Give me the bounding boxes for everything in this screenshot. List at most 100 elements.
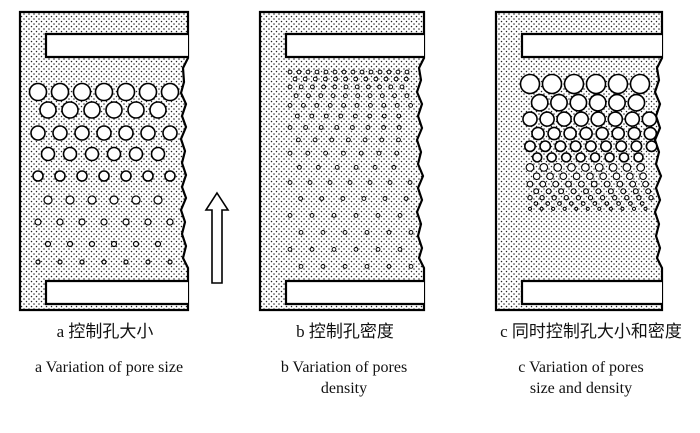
caption-c-en: c Variation of pores size and density [518,359,644,397]
pore [616,180,624,188]
panel-b-bottom-slot [284,279,424,306]
panel-a-specimen [18,10,190,312]
pore [74,125,90,141]
pore [164,170,176,182]
pore [608,163,618,172]
pore [307,180,313,185]
pore [581,163,590,172]
pore [607,188,614,195]
pore [340,196,346,201]
pore [550,93,568,112]
pore [30,125,46,141]
pore [79,259,85,265]
pore [331,213,337,218]
pore [584,140,597,153]
pore [354,84,360,90]
pore [296,69,302,75]
pore [131,195,141,205]
pore [531,152,543,163]
pore [557,201,562,206]
pore [595,126,610,141]
pore [150,146,166,162]
pore [106,146,122,162]
pore [56,218,64,226]
pore [539,140,552,153]
pore [590,111,607,127]
pore [305,69,311,75]
pore [622,163,632,172]
pore [287,247,293,252]
pore [353,247,359,252]
pore [292,76,298,82]
pore [604,152,615,163]
pore [327,103,333,108]
pore [298,264,304,269]
pore [533,188,540,195]
pore [643,126,658,141]
pore [373,76,379,82]
pore [592,201,598,206]
pore [368,69,374,75]
pore [98,170,110,182]
pore [314,69,320,75]
pore [367,113,373,119]
pore [595,188,602,195]
pore [539,111,555,127]
pore [333,76,338,82]
pore [350,125,355,130]
pore [612,172,621,181]
pore [287,150,293,156]
pore [639,172,647,181]
pore [375,213,381,218]
pore [353,213,359,218]
pore [166,218,174,226]
pore [539,180,547,188]
pore [341,150,346,156]
pore [403,76,409,82]
pore [298,230,304,235]
pore [361,196,367,201]
pore [40,146,56,162]
pore [34,218,42,226]
pore [314,103,320,108]
pore [558,188,565,195]
pore [350,69,356,75]
pore [342,230,348,235]
pore [552,180,560,188]
pore [312,137,318,143]
pore [298,84,304,90]
pore [312,76,318,82]
pore [140,125,156,141]
pore [341,69,347,75]
pore [565,180,572,188]
pore [364,264,370,269]
pore [527,206,533,211]
pore [379,137,385,143]
pore [612,195,618,201]
pore [318,125,324,130]
pore [377,69,383,75]
pore [303,125,309,130]
pore [142,170,154,182]
pore [639,201,645,206]
pore [394,103,400,108]
pore [109,195,119,205]
pore [522,111,538,127]
pore [396,113,402,119]
pore [539,195,545,201]
pore [365,125,371,130]
pore [118,125,134,141]
pore [394,150,400,156]
pore [298,196,304,201]
pore [323,69,329,75]
pore [604,201,610,206]
pore [83,101,101,119]
pore [50,82,70,102]
pore [624,111,641,127]
pore [554,140,567,153]
pore [54,170,66,182]
pore [386,264,392,269]
pore [342,264,348,269]
pore [309,247,315,252]
pore [404,93,410,99]
